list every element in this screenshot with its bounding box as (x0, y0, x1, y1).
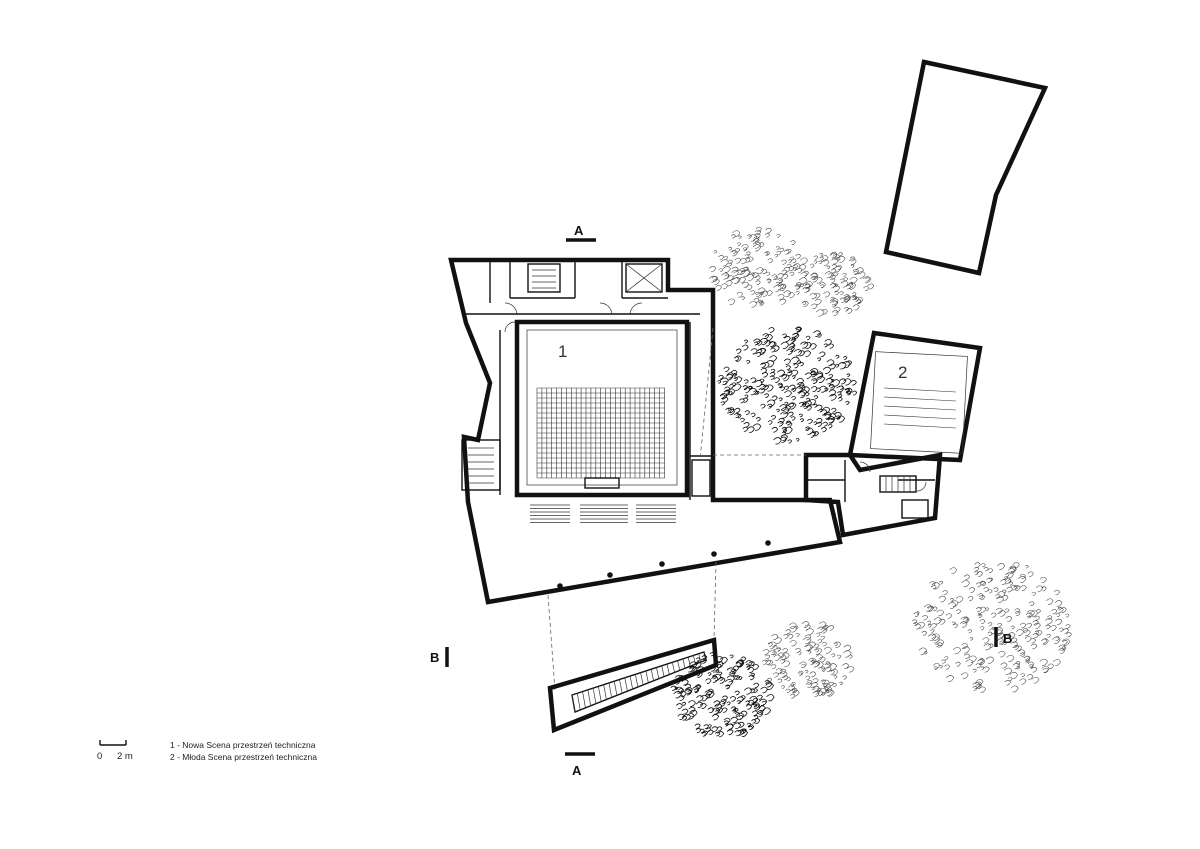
ramp-step (666, 663, 670, 675)
small-stage-seating (883, 387, 957, 429)
section-marker-a-top: A (566, 223, 596, 242)
tree-canopy (795, 251, 875, 317)
column (765, 540, 771, 546)
tree-canopy (670, 652, 775, 738)
main-building-outline (448, 257, 843, 605)
section-label-a-bottom: A (572, 763, 582, 778)
ramp-step (635, 674, 639, 688)
section-label-b-left: B (430, 650, 439, 665)
seat-row-2 (883, 423, 957, 429)
ramp-step (587, 689, 592, 706)
section-marker-b-right: B (994, 627, 1012, 647)
scale-bar-start: 0 (97, 751, 102, 762)
section-marker-b-left: B (430, 647, 449, 667)
legend-item-1: 1 - Nowa Scena przestrzeń techniczna (170, 740, 316, 750)
ramp-step (598, 686, 602, 702)
seat-row-2 (883, 414, 957, 420)
ramp-step (629, 676, 633, 690)
scale-bar: 0 2 m (97, 740, 133, 762)
ramp-step (640, 672, 644, 686)
ramp-step (619, 679, 623, 694)
ramp-step (687, 657, 691, 667)
ramp-step (693, 655, 696, 665)
tree-canopy (709, 226, 808, 308)
seat-row-2 (883, 405, 957, 411)
front-steps (530, 504, 676, 523)
room-number-1: 1 (558, 342, 567, 361)
scale-bar-end: 2 m (117, 751, 133, 762)
ramp-step (656, 667, 660, 679)
ramp-step (576, 693, 581, 710)
control-box (584, 477, 620, 489)
legend-item-2: 2 - Młoda Scena przestrzeń techniczna (170, 752, 317, 762)
ramp-step (645, 670, 649, 683)
ramp-step (592, 688, 597, 704)
tree-canopy (761, 621, 855, 699)
ramp-step (677, 660, 681, 671)
ramp-step (650, 669, 654, 681)
ramp-step (603, 684, 607, 700)
column (711, 551, 717, 557)
trees (670, 226, 1072, 738)
ramp-step (682, 658, 686, 669)
ramp-step (608, 682, 613, 698)
ramp-step (571, 694, 576, 713)
detached-building-outline (883, 59, 1049, 276)
seat-row-2 (883, 396, 957, 402)
main-building-inner-walls (461, 260, 714, 500)
ramp-step (698, 653, 702, 663)
seat-row-2 (883, 387, 957, 393)
room-number-2: 2 (898, 363, 907, 382)
column (607, 572, 613, 578)
section-label-b-right: B (1003, 631, 1012, 646)
section-marker-a-bottom: A (565, 752, 595, 778)
column (659, 561, 665, 567)
ramp-step (624, 677, 628, 692)
section-label-a-top: A (574, 223, 584, 238)
ramp-step (613, 681, 618, 696)
ramp-step (671, 662, 675, 673)
ramp-step (661, 665, 665, 677)
tree-canopy (912, 562, 1072, 693)
lobby-columns (557, 540, 771, 589)
tree-canopy (717, 326, 858, 445)
small-stage-building (713, 330, 983, 538)
ramp-step (582, 691, 586, 708)
auditorium-seating-1 (536, 387, 665, 489)
column (557, 583, 563, 589)
